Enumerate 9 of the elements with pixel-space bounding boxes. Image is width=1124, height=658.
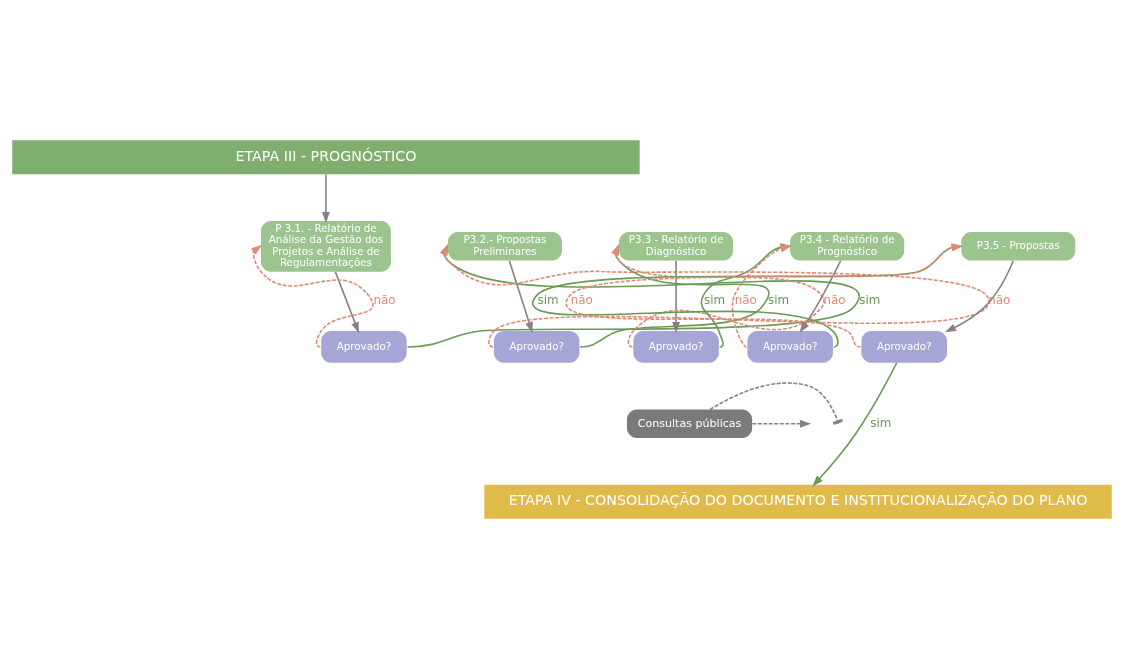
edge-label: sim <box>870 415 892 430</box>
edge-label: sim <box>768 292 790 307</box>
edge-label: sim <box>703 292 726 307</box>
edge-label: não <box>734 292 757 307</box>
edge-label: sim <box>859 292 881 307</box>
edge-label: sim <box>537 292 559 307</box>
edge-label: não <box>373 292 396 307</box>
edge-label: não <box>823 292 846 307</box>
edge-label: não <box>570 292 593 307</box>
